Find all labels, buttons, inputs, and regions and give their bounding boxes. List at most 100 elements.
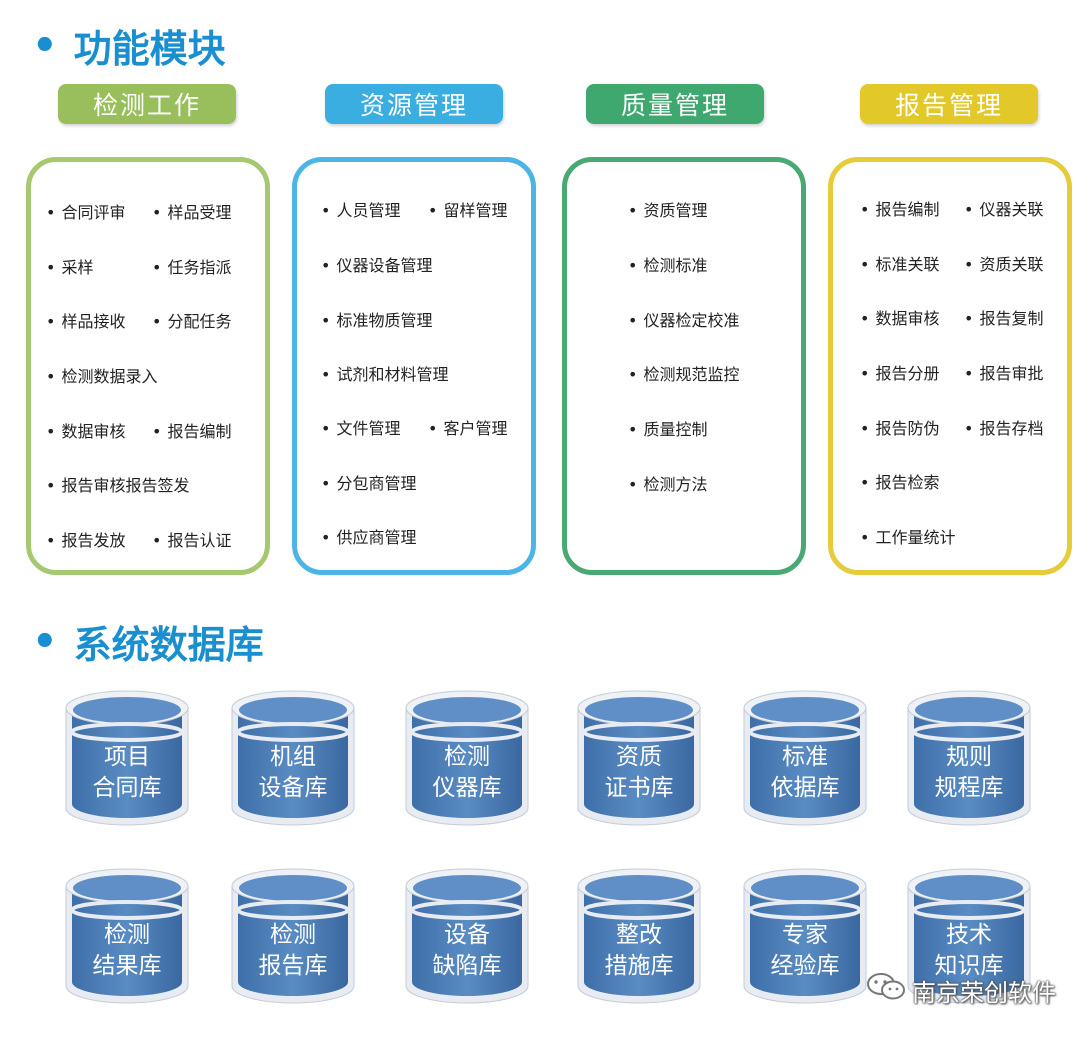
category-box-quality (562, 157, 806, 575)
list-item: •检测规范监控 (628, 365, 740, 384)
database-label-line1: 专家 (782, 922, 828, 948)
database-label-line1: 资质 (616, 744, 662, 770)
database-cylinder: 专家经验库 (740, 868, 870, 1008)
list-item: •标准物质管理 (321, 311, 433, 330)
list-item: •工作量统计 (860, 528, 956, 547)
section-title-databases: • 系统数据库 (32, 614, 264, 669)
database-cylinder: 检测仪器库 (402, 690, 532, 830)
section-title-text: 功能模块 (73, 27, 226, 71)
category-header-resources: 资源管理 (325, 84, 503, 124)
database-cylinder: 检测结果库 (62, 868, 192, 1008)
database-cylinder: 机组设备库 (228, 690, 358, 830)
database-label-line1: 整改 (616, 922, 662, 948)
database-cylinder: 项目合同库 (62, 690, 192, 830)
database-label: 机组设备库 (228, 742, 358, 804)
list-item: •仪器设备管理 (321, 256, 433, 275)
list-item: •仪器关联 (964, 200, 1044, 219)
list-item: •文件管理 (321, 419, 401, 438)
database-cylinder: 技术知识库 (904, 868, 1034, 1008)
database-label-line2: 依据库 (770, 775, 840, 801)
database-label-line2: 合同库 (92, 775, 162, 801)
database-label-line2: 缺陷库 (432, 953, 502, 979)
bullet-dot: • (32, 618, 58, 665)
list-item: •报告审核报告签发 (46, 476, 190, 495)
database-label-line1: 检测 (444, 744, 490, 770)
database-label: 技术知识库 (904, 920, 1034, 982)
database-label-line1: 技术 (946, 922, 992, 948)
list-item: •质量控制 (628, 420, 708, 439)
watermark-text: 南京荣创软件 (912, 978, 1056, 1007)
database-label: 检测报告库 (228, 920, 358, 982)
database-cylinder: 检测报告库 (228, 868, 358, 1008)
list-item: •任务指派 (152, 258, 232, 277)
category-header-quality: 质量管理 (586, 84, 764, 124)
database-label: 检测结果库 (62, 920, 192, 982)
list-item: •数据审核 (860, 309, 940, 328)
list-item: •报告发放 (46, 531, 126, 550)
list-item: •样品受理 (152, 203, 232, 222)
list-item: •报告检索 (860, 473, 940, 492)
database-label-line2: 结果库 (92, 953, 162, 979)
database-label: 设备缺陷库 (402, 920, 532, 982)
database-label-line2: 规程库 (934, 775, 1004, 801)
database-label-line2: 证书库 (604, 775, 674, 801)
database-label-line2: 知识库 (934, 953, 1004, 979)
list-item: •检测数据录入 (46, 367, 158, 386)
database-label-line2: 经验库 (770, 953, 840, 979)
list-item: •报告编制 (152, 422, 232, 441)
list-item: •采样 (46, 258, 94, 277)
list-item: •报告存档 (964, 419, 1044, 438)
list-item: •人员管理 (321, 201, 401, 220)
category-box-testing (26, 157, 270, 575)
database-label: 规则规程库 (904, 742, 1034, 804)
database-label-line2: 报告库 (258, 953, 328, 979)
database-label-line1: 标准 (782, 744, 828, 770)
list-item: •数据审核 (46, 422, 126, 441)
list-item: •报告认证 (152, 531, 232, 550)
wechat-icon (866, 972, 906, 1008)
list-item: •报告复制 (964, 309, 1044, 328)
list-item: •仪器检定校准 (628, 311, 740, 330)
database-label: 项目合同库 (62, 742, 192, 804)
category-header-testing: 检测工作 (58, 84, 236, 124)
list-item: •资质关联 (964, 255, 1044, 274)
database-label-line1: 项目 (104, 744, 150, 770)
section-title-modules: • 功能模块 (32, 18, 226, 73)
database-cylinder: 设备缺陷库 (402, 868, 532, 1008)
list-item: •标准关联 (860, 255, 940, 274)
database-label-line1: 机组 (270, 744, 316, 770)
database-label-line2: 设备库 (258, 775, 328, 801)
database-label-line1: 设备 (444, 922, 490, 948)
list-item: •分包商管理 (321, 474, 417, 493)
database-label-line2: 措施库 (604, 953, 674, 979)
database-label: 标准依据库 (740, 742, 870, 804)
list-item: •报告审批 (964, 364, 1044, 383)
list-item: •试剂和材料管理 (321, 365, 449, 384)
list-item: •样品接收 (46, 312, 126, 331)
list-item: •报告编制 (860, 200, 940, 219)
list-item: •客户管理 (428, 419, 508, 438)
database-cylinder: 规则规程库 (904, 690, 1034, 830)
database-label: 检测仪器库 (402, 742, 532, 804)
list-item: •供应商管理 (321, 528, 417, 547)
database-label-line1: 检测 (104, 922, 150, 948)
database-cylinder: 整改措施库 (574, 868, 704, 1008)
list-item: •分配任务 (152, 312, 232, 331)
watermark: 南京荣创软件 (866, 972, 1056, 1008)
list-item: •检测方法 (628, 475, 708, 494)
database-label-line1: 检测 (270, 922, 316, 948)
database-label: 专家经验库 (740, 920, 870, 982)
section-title-text: 系统数据库 (73, 623, 264, 667)
database-label: 整改措施库 (574, 920, 704, 982)
bullet-dot: • (32, 22, 58, 69)
database-label-line2: 仪器库 (432, 775, 502, 801)
database-label: 资质证书库 (574, 742, 704, 804)
list-item: •留样管理 (428, 201, 508, 220)
database-cylinder: 标准依据库 (740, 690, 870, 830)
list-item: •检测标准 (628, 256, 708, 275)
list-item: •报告分册 (860, 364, 940, 383)
list-item: •合同评审 (46, 203, 126, 222)
list-item: •报告防伪 (860, 419, 940, 438)
category-box-resources (292, 157, 536, 575)
category-header-reports: 报告管理 (860, 84, 1038, 124)
